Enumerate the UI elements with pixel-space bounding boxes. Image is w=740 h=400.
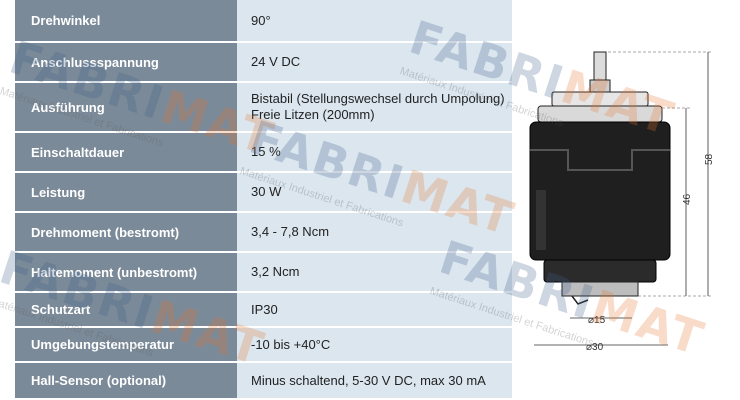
spec-label: Schutzart: [15, 293, 237, 326]
spec-label: Drehwinkel: [15, 0, 237, 41]
spec-row: Einschaltdauer 15 %: [15, 133, 512, 173]
bottom-body: [543, 259, 657, 283]
spec-value: 30 W: [237, 173, 512, 211]
dim-diameter-small: ⌀15: [588, 315, 606, 326]
top-flange: [551, 91, 649, 107]
bottom-flange: [561, 281, 639, 297]
spec-row: Drehwinkel 90°: [15, 0, 512, 43]
spec-label: Leistung: [15, 173, 237, 211]
spec-value: Bistabil (Stellungswechsel durch Umpolun…: [237, 83, 512, 131]
upper-ring: [537, 105, 663, 123]
spec-row: Anschlussspannung 24 V DC: [15, 43, 512, 83]
dim-diameter-large: ⌀30: [586, 342, 604, 353]
spec-row: Umgebungstemperatur -10 bis +40°C: [15, 328, 512, 363]
spec-row: Ausführung Bistabil (Stellungswechsel du…: [15, 83, 512, 133]
spec-value: 3,2 Ncm: [237, 253, 512, 291]
housing: [529, 121, 671, 261]
spec-value: 90°: [237, 0, 512, 41]
spec-label: Ausführung: [15, 83, 237, 131]
housing-groove: [530, 149, 670, 171]
spec-value: 3,4 - 7,8 Ncm: [237, 213, 512, 251]
spec-label: Anschlussspannung: [15, 43, 237, 81]
actuator-drawing: 58 46 ⌀15 ⌀30: [529, 51, 715, 353]
spec-row: Schutzart IP30: [15, 293, 512, 328]
spec-label: Drehmoment (bestromt): [15, 213, 237, 251]
spec-table: Drehwinkel 90° Anschlussspannung 24 V DC…: [15, 0, 512, 400]
spec-label: Haltemoment (unbestromt): [15, 253, 237, 291]
spec-row: Haltemoment (unbestromt) 3,2 Ncm: [15, 253, 512, 293]
spec-value: Minus schaltend, 5-30 V DC, max 30 mA: [237, 363, 512, 398]
spec-value: -10 bis +40°C: [237, 328, 512, 361]
spec-label: Einschaltdauer: [15, 133, 237, 171]
dim-height-body: 46: [682, 193, 693, 205]
spec-value: 15 %: [237, 133, 512, 171]
spec-row: Drehmoment (bestromt) 3,4 - 7,8 Ncm: [15, 213, 512, 253]
spec-value: IP30: [237, 293, 512, 326]
spec-row: Leistung 30 W: [15, 173, 512, 213]
spec-value: 24 V DC: [237, 43, 512, 81]
wire-exit: [571, 295, 589, 305]
spec-label: Umgebungstemperatur: [15, 328, 237, 361]
spec-label: Hall-Sensor (optional): [15, 363, 237, 398]
spec-row: Hall-Sensor (optional) Minus schaltend, …: [15, 363, 512, 400]
housing-highlight: [536, 190, 546, 250]
dim-height-total: 58: [704, 153, 715, 165]
